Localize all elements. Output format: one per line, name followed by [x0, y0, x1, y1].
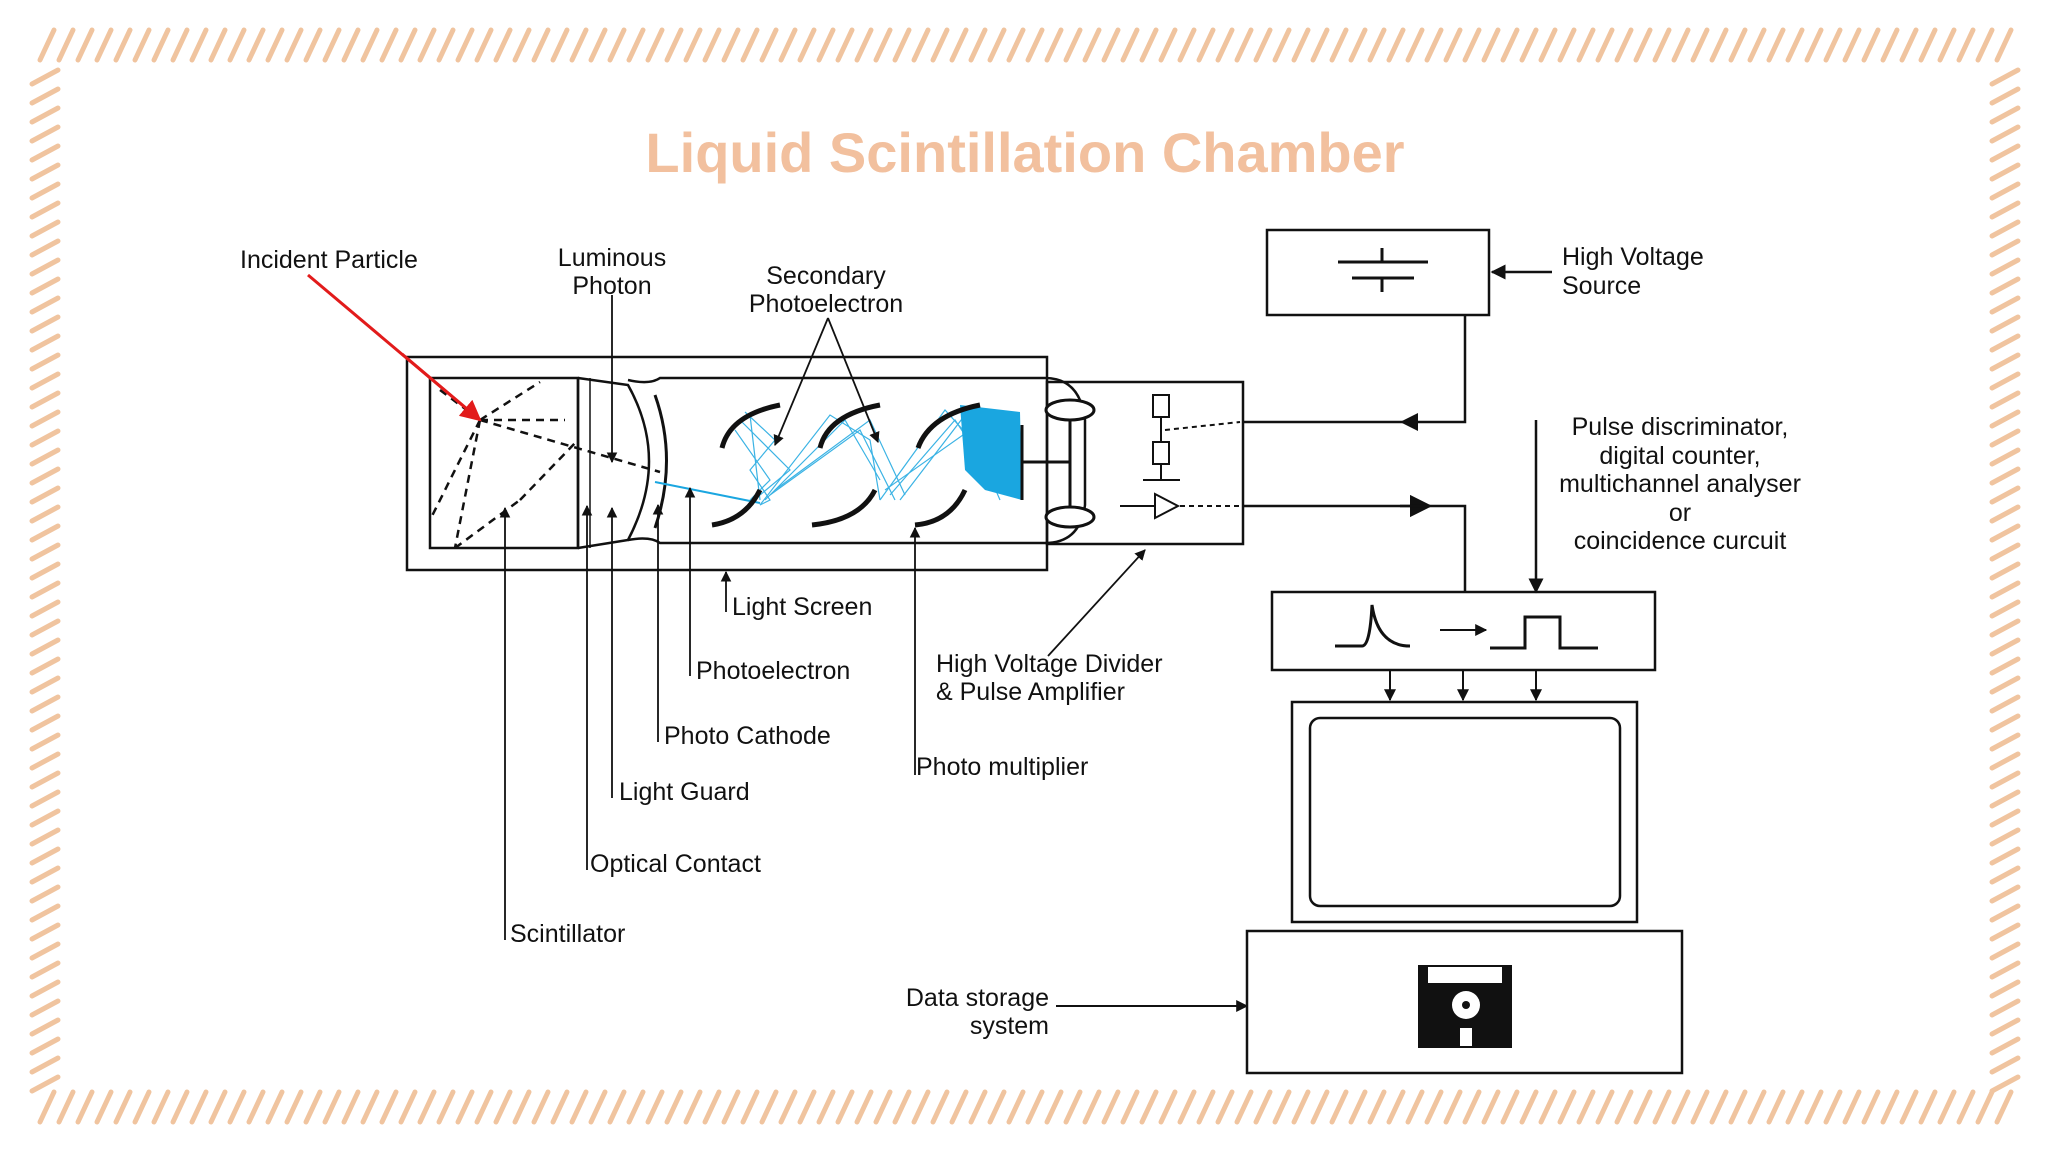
diagram-title: Liquid Scintillation Chamber [645, 121, 1404, 184]
labels: Incident Particle Luminous Photon Second… [240, 243, 1801, 1040]
label-pulse-discriminator-line2: digital counter, [1599, 442, 1760, 470]
dynode-3 [817, 402, 881, 449]
dynode-2 [711, 488, 763, 528]
label-pulse-discriminator-line3: multichannel analyser [1559, 470, 1801, 498]
dynode-4 [811, 488, 878, 528]
photoelectron-track [654, 481, 761, 504]
outer-housing [405, 355, 1049, 572]
leader-lines [499, 295, 1146, 940]
hatched-border [29, 27, 2021, 1125]
anode-beam [960, 405, 1022, 500]
wiring [1243, 264, 1552, 594]
label-optical-contact: Optical Contact [590, 850, 761, 878]
label-pulse-discriminator-line5: coincidence curcuit [1574, 527, 1787, 555]
floppy-disk-icon [1418, 965, 1512, 1048]
label-photoelectron: Photoelectron [696, 657, 850, 685]
pulse-shaping-icon [1335, 604, 1598, 650]
light-guard-shape [577, 376, 651, 550]
label-high-voltage-source-line2: Source [1562, 272, 1641, 300]
photomultiplier-tube [627, 376, 1087, 545]
label-pulse-discriminator-line1: Pulse discriminator, [1572, 413, 1789, 441]
feed-arrowhead [1400, 413, 1418, 431]
label-light-guard: Light Guard [619, 778, 750, 806]
label-photo-cathode: Photo Cathode [664, 722, 831, 750]
label-high-voltage-divider-line2: & Pulse Amplifier [936, 678, 1125, 706]
electrode-top [1044, 398, 1096, 422]
label-incident-particle: Incident Particle [240, 246, 418, 274]
scintillation-tracks [428, 380, 661, 550]
label-high-voltage-divider-line1: High Voltage Divider [936, 650, 1163, 678]
label-pulse-discriminator-line4: or [1669, 499, 1691, 527]
label-scintillator: Scintillator [510, 920, 625, 948]
amplifier-icon [1154, 492, 1181, 520]
label-data-storage-line1: Data storage [906, 984, 1049, 1012]
label-light-screen: Light Screen [732, 593, 872, 621]
dynode-6 [914, 488, 968, 528]
battery-symbol-icon [1338, 248, 1428, 292]
monitor-icon [1290, 700, 1639, 924]
label-data-storage-line2: system [970, 1012, 1049, 1040]
label-secondary-photoelectron-line2: Photoelectron [749, 290, 903, 318]
label-luminous-photon-line2: Photon [572, 272, 651, 300]
electrode-bottom [1044, 505, 1096, 529]
detector-housing [405, 355, 1245, 572]
dynode-cascade [711, 398, 1096, 529]
high-voltage-source-box [1265, 228, 1491, 317]
photo-cathode-curve [653, 394, 668, 529]
label-luminous-photon-line1: Luminous [558, 244, 666, 272]
resistor-2 [1152, 441, 1170, 465]
divider-symbols [1120, 394, 1241, 520]
label-secondary-photoelectron-line1: Secondary [766, 262, 886, 290]
dynode-1 [719, 402, 781, 449]
label-high-voltage-source-line1: High Voltage [1562, 243, 1704, 271]
resistor-1 [1152, 394, 1170, 418]
dynode-5 [915, 402, 981, 449]
label-photo-multiplier: Photo multiplier [916, 753, 1088, 781]
